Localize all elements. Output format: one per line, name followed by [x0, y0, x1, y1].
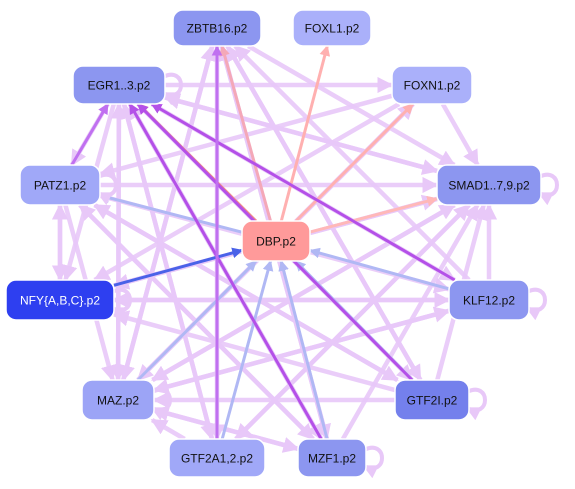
edge-gtf2a-to-dbp — [220, 259, 274, 440]
node-label-mzf1: MZF1.p2 — [308, 452, 356, 466]
node-nfy: NFY{A,B,C}.p2 — [5, 279, 115, 321]
node-patz1: PATZ1.p2 — [19, 164, 101, 206]
node-label-zbtb16: ZBTB16.p2 — [187, 22, 248, 36]
node-box-nfy — [5, 279, 115, 321]
node-box-gtf2i — [394, 379, 470, 421]
edge-maz-to-smad — [151, 203, 456, 382]
self-loop-nfy — [110, 287, 132, 321]
edge-foxn1-to-smad — [440, 102, 480, 167]
node-foxn1: FOXN1.p2 — [391, 65, 473, 105]
node-label-maz: MAZ.p2 — [97, 394, 139, 408]
edge-gtf2i-to-zbtb16 — [225, 44, 423, 382]
node-dbp: DBP.p2 — [241, 220, 311, 262]
node-box-foxn1 — [391, 65, 473, 105]
node-klf12: KLF12.p2 — [448, 279, 530, 321]
node-smad: SMAD1..7,9.p2 — [436, 164, 542, 206]
node-maz: MAZ.p2 — [81, 379, 155, 421]
edge-layer — [51, 44, 498, 453]
node-box-mzf1 — [297, 438, 367, 478]
self-loop-egr1 — [161, 72, 183, 106]
node-label-gtf2i: GTF2I.p2 — [407, 394, 458, 408]
node-gtf2a: GTF2A1,2.p2 — [168, 438, 266, 478]
edge-mzf1-to-egr1 — [128, 103, 323, 440]
node-box-foxl1 — [292, 9, 372, 47]
edge-dbp-to-foxn1 — [294, 102, 415, 223]
edge-nfy-to-dbp — [113, 247, 244, 287]
node-gtf2i: GTF2I.p2 — [394, 379, 470, 421]
edge-klf12-to-egr1 — [150, 102, 456, 282]
node-label-egr1: EGR1..3.p2 — [88, 79, 151, 93]
self-loop-layer — [96, 72, 559, 479]
node-box-gtf2a — [168, 438, 266, 478]
node-box-patz1 — [19, 164, 101, 206]
node-box-egr1 — [72, 65, 166, 105]
node-box-dbp — [241, 220, 311, 262]
node-box-klf12 — [448, 279, 530, 321]
self-loop-mzf1 — [362, 445, 384, 479]
edge-dbp-to-foxl1 — [279, 44, 331, 222]
node-box-maz — [81, 379, 155, 421]
edge-patz1-to-egr1 — [70, 103, 110, 166]
edge-dbp-to-smad — [309, 195, 439, 234]
self-loop-patz1 — [96, 172, 118, 206]
node-label-dbp: DBP.p2 — [256, 235, 296, 249]
edge-smad-to-egr1 — [163, 93, 438, 174]
self-loop-gtf2i — [465, 387, 487, 421]
self-loop-klf12 — [525, 287, 547, 321]
edge-maz-to-dbp — [136, 259, 258, 382]
edge-mzf1-to-smad — [340, 203, 480, 441]
edge-gtf2i-to-nfy — [112, 310, 396, 393]
node-label-foxl1: FOXL1.p2 — [305, 22, 360, 36]
node-foxl1: FOXL1.p2 — [292, 9, 372, 47]
node-box-smad — [436, 164, 542, 206]
self-loop-maz — [150, 387, 172, 421]
node-label-patz1: PATZ1.p2 — [34, 179, 87, 193]
node-egr1: EGR1..3.p2 — [72, 65, 166, 105]
edge-klf12-to-dbp — [308, 247, 450, 291]
node-label-smad: SMAD1..7,9.p2 — [448, 179, 530, 193]
node-box-zbtb16 — [172, 9, 262, 47]
edge-dbp-to-zbtb16 — [219, 44, 272, 222]
node-label-nfy: NFY{A,B,C}.p2 — [20, 294, 100, 308]
edge-gtf2a-to-maz — [150, 418, 186, 441]
node-zbtb16: ZBTB16.p2 — [172, 9, 262, 47]
edge-foxn1-to-nfy — [93, 102, 401, 282]
edge-gtf2i-to-patz1 — [93, 203, 399, 382]
node-label-klf12: KLF12.p2 — [463, 294, 515, 308]
node-label-gtf2a: GTF2A1,2.p2 — [181, 452, 253, 466]
edge-mzf1-to-dbp — [278, 259, 329, 440]
self-loop-smad — [537, 172, 559, 206]
node-mzf1: MZF1.p2 — [297, 438, 367, 478]
node-label-foxn1: FOXN1.p2 — [404, 79, 461, 93]
